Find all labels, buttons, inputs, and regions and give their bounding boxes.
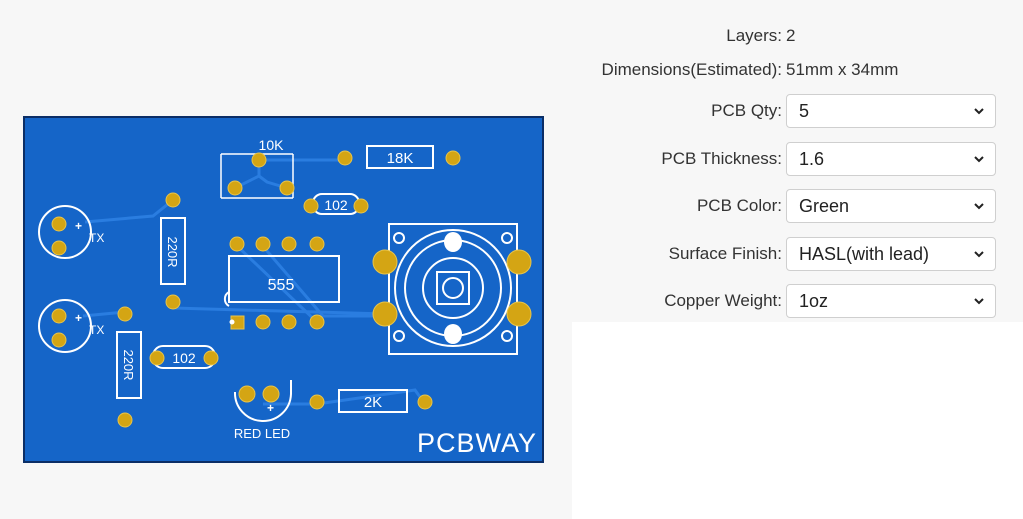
pcb-color-label: PCB Color:	[696, 196, 782, 215]
label-2k: 2K	[364, 394, 382, 411]
pcb-qty-selected: 5	[799, 100, 810, 121]
pcb-qty-label: PCB Qty:	[711, 101, 782, 120]
pcb-color-selected: Green	[799, 195, 850, 216]
surface-finish-label: Surface Finish:	[668, 244, 782, 263]
row-pcb-color: PCB Color: Green	[560, 189, 1000, 223]
chevron-down-icon	[974, 251, 984, 258]
surface-finish-select[interactable]: HASL(with lead)	[786, 237, 996, 271]
label-tx-bottom: TX	[89, 323, 104, 337]
pcb-thickness-selected: 1.6	[799, 148, 825, 169]
label-102-top: 102	[324, 197, 348, 213]
surface-finish-selected: HASL(with lead)	[799, 243, 930, 264]
pcb-color-select[interactable]: Green	[786, 189, 996, 223]
label-102-bottom: 102	[172, 350, 196, 366]
pcb-pads	[51, 150, 532, 428]
label-18k: 18K	[387, 150, 414, 167]
chevron-down-icon	[974, 108, 984, 115]
label-10k: 10K	[259, 137, 285, 153]
label-220r-top: 220R	[165, 236, 180, 267]
pcb-thickness-select[interactable]: 1.6	[786, 142, 996, 176]
pcb-qty-select[interactable]: 5	[786, 94, 996, 128]
row-copper-weight: Copper Weight: 1oz	[560, 284, 1000, 318]
copper-weight-selected: 1oz	[799, 290, 829, 311]
row-dimensions: Dimensions(Estimated): 51mm x 34mm	[560, 53, 1000, 87]
polarity-plus-icon: +	[75, 311, 82, 325]
label-red-led: RED LED	[234, 426, 290, 441]
row-surface-finish: Surface Finish: HASL(with lead)	[560, 237, 1000, 271]
polarity-plus-icon: +	[75, 219, 82, 233]
chevron-down-icon	[974, 298, 984, 305]
dimensions-label: Dimensions(Estimated):	[601, 60, 782, 79]
pot-holes	[229, 232, 513, 344]
row-layers: Layers: 2	[560, 19, 1000, 53]
layers-label: Layers:	[726, 26, 782, 45]
chevron-down-icon	[974, 203, 984, 210]
brand-pcbway: PCBWAY	[417, 428, 537, 458]
row-pcb-thickness: PCB Thickness: 1.6	[560, 142, 1000, 176]
copper-weight-select[interactable]: 1oz	[786, 284, 996, 318]
copper-weight-label: Copper Weight:	[664, 291, 782, 310]
white-panel	[572, 322, 1023, 519]
label-555: 555	[268, 277, 295, 294]
label-220r-bottom: 220R	[121, 349, 136, 380]
label-tx-top: TX	[89, 231, 104, 245]
pcb-traces	[82, 158, 427, 406]
row-pcb-qty: PCB Qty: 5	[560, 94, 1000, 128]
layers-value: 2	[786, 26, 796, 45]
pcb-preview: 10K 18K 102 555 220R 220R 102 TX TX + + …	[23, 116, 545, 464]
polarity-plus-icon: +	[267, 401, 274, 415]
pcb-thickness-label: PCB Thickness:	[661, 149, 782, 168]
dimensions-value: 51mm x 34mm	[786, 60, 899, 79]
chevron-down-icon	[974, 156, 984, 163]
pcb-board: 10K 18K 102 555 220R 220R 102 TX TX + + …	[23, 116, 544, 463]
